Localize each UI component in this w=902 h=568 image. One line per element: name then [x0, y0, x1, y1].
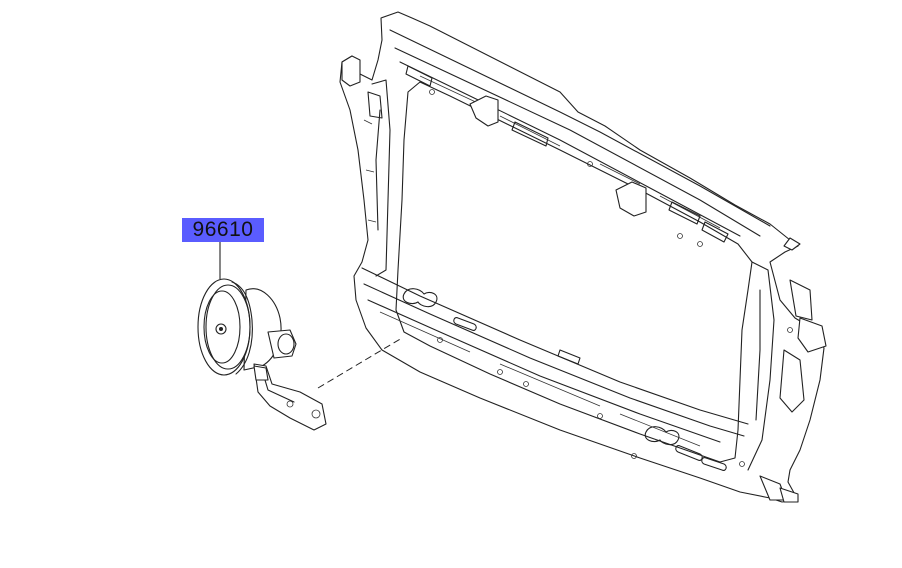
horn-assembly[interactable]	[197, 278, 327, 431]
mounting-leader-line	[317, 337, 403, 389]
part-number-callout-96610[interactable]: 96610	[182, 218, 264, 242]
front-end-module-carrier	[339, 11, 827, 503]
